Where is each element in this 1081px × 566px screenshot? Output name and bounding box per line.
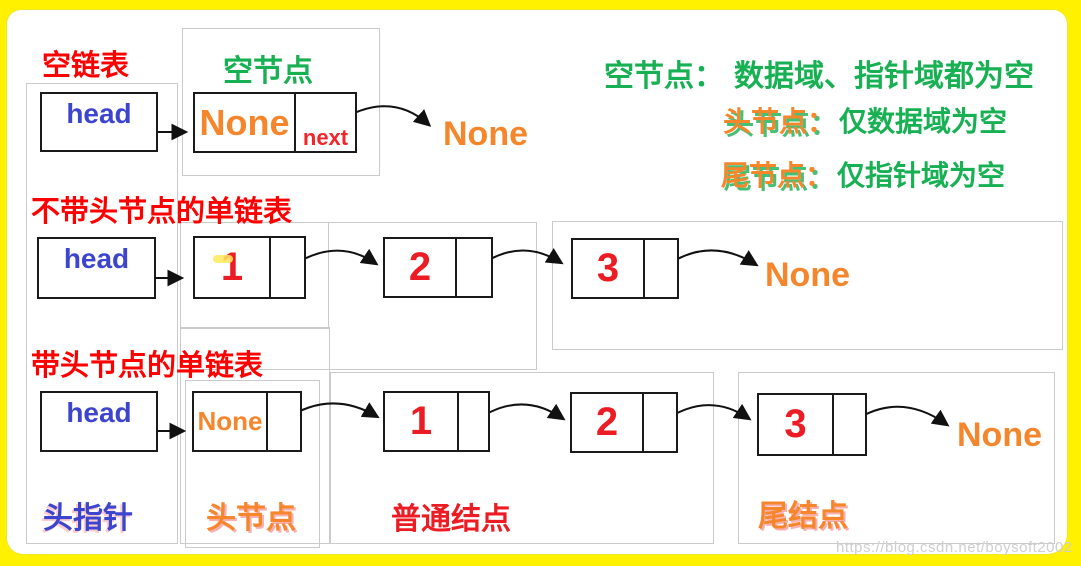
row2-node-1-data-cell: 1 [195, 238, 269, 297]
row3-node-2-pointer-cell [642, 394, 676, 451]
row3-terminal-none: None [957, 416, 1042, 454]
row2-node-2-data-cell: 2 [385, 239, 455, 296]
row3-node-3-pointer-cell [832, 395, 865, 454]
watermark: https://blog.csdn.net/boysoft2002 [836, 539, 1073, 556]
head-box-row2: head [37, 237, 156, 299]
list-with-head-title: 带头节点的单链表 [31, 350, 264, 382]
row2-terminal-none: None [765, 256, 850, 294]
row2-node-2: 2 [383, 237, 493, 298]
empty-node-data: None [199, 101, 290, 143]
row3-node-2-value: 2 [595, 400, 619, 444]
empty-node-data-cell: None [195, 94, 294, 151]
legend-term-tail-node: 尾节点： [721, 160, 834, 191]
row3-head-node-pointer-cell [266, 393, 300, 450]
row3-node-2-data-cell: 2 [572, 394, 642, 451]
empty-node-pointer-cell: next [294, 94, 355, 151]
row3-node-3-data-cell: 3 [759, 395, 832, 454]
row3-node-1-data-cell: 1 [385, 393, 457, 450]
row3-node-1-value: 1 [409, 399, 433, 443]
footer-label-head-node: 头节点 [206, 502, 296, 535]
empty-list-terminal-none: None [443, 115, 528, 153]
group-normal-nodes [330, 372, 714, 544]
empty-node-box: None next [193, 92, 357, 153]
group-head-pointer-column [26, 83, 178, 544]
row2-node-3: 3 [571, 238, 679, 299]
legend-line-head-node: 头节点：仅数据域为空 [723, 100, 1007, 140]
footer-label-normal-node: 普通结点 [391, 503, 511, 536]
footer-label-head-pointer: 头指针 [43, 502, 133, 535]
next-field-label: next [302, 125, 349, 150]
row2-node-1-pointer-cell [269, 238, 304, 297]
footer-label-tail-node: 尾结点 [758, 500, 848, 533]
row2-node-2-pointer-cell [455, 239, 491, 296]
row3-node-3-value: 3 [784, 402, 807, 446]
legend-desc-empty-node: 数据域、指针域都为空 [734, 60, 1034, 93]
row2-node-3-pointer-cell [643, 240, 677, 297]
legend-line-empty-node: 空节点： 数据域、指针域都为空 [604, 51, 1034, 95]
empty-node-title: 空节点 [223, 55, 313, 88]
row3-node-1: 1 [383, 391, 490, 452]
row3-head-node-value: None [197, 406, 263, 436]
row2-node-1-value: 1 [220, 245, 244, 289]
row2-node-1: 1 [193, 236, 306, 299]
legend-term-empty-node: 空节点： [604, 60, 724, 93]
row2-node-2-value: 2 [408, 245, 432, 289]
group-empty-node [182, 28, 380, 176]
legend-desc-head-node: 仅数据域为空 [839, 106, 1008, 137]
empty-list-title: 空链表 [42, 50, 130, 82]
group-tail-node [738, 372, 1055, 544]
legend-term-head-node: 头节点： [723, 106, 836, 137]
legend-desc-tail-node: 仅指针域为空 [837, 160, 1006, 191]
row3-head-node: None [192, 391, 302, 452]
head-box-empty-list: head [40, 92, 158, 152]
row3-node-1-pointer-cell [457, 393, 488, 450]
group-middle-tail [552, 221, 1063, 350]
row3-head-node-data-cell: None [194, 393, 266, 450]
row3-node-2: 2 [570, 392, 678, 453]
legend-line-tail-node: 尾节点：仅指针域为空 [721, 154, 1005, 194]
list-without-head-title: 不带头节点的单链表 [31, 196, 293, 228]
row2-node-3-data-cell: 3 [573, 240, 643, 297]
row2-node-3-value: 3 [596, 246, 620, 290]
row3-node-3: 3 [757, 393, 867, 456]
group-head-node [185, 380, 320, 548]
highlight-smudge [213, 255, 233, 263]
head-box-row3: head [40, 391, 158, 452]
